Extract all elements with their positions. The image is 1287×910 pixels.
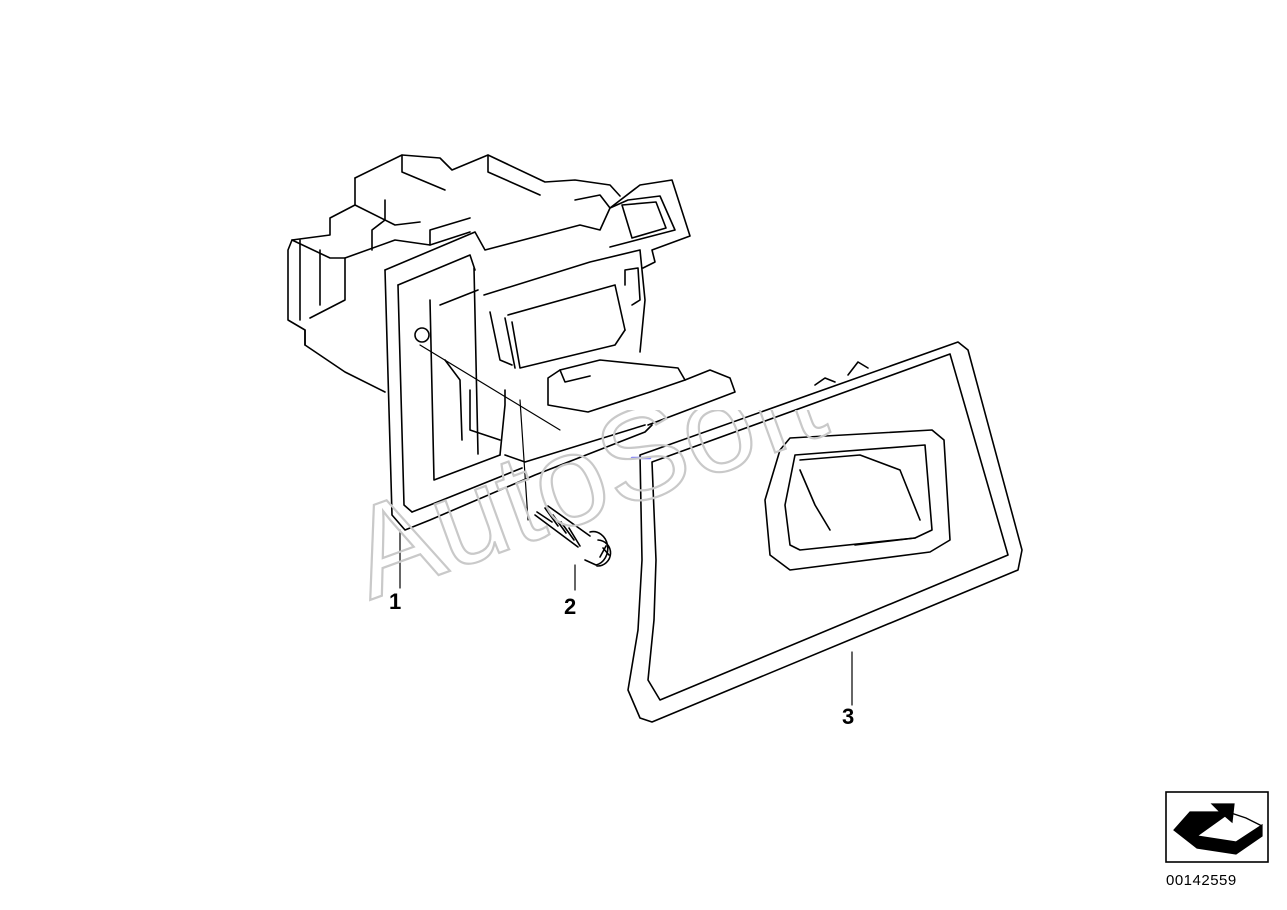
part-1-front-frame (384, 179, 736, 531)
callout-label-1: 1 (389, 589, 402, 614)
part-2-screw (534, 505, 612, 591)
diagram-number: 00142559 (1166, 872, 1237, 889)
part-1-leader-lines (399, 344, 561, 589)
part-3-cover-panel (627, 341, 1023, 723)
arrow-icon (1165, 791, 1269, 863)
callout-label-3: 3 (842, 704, 855, 729)
callout-label-2: 2 (564, 594, 577, 619)
part-1-housing (287, 154, 621, 393)
